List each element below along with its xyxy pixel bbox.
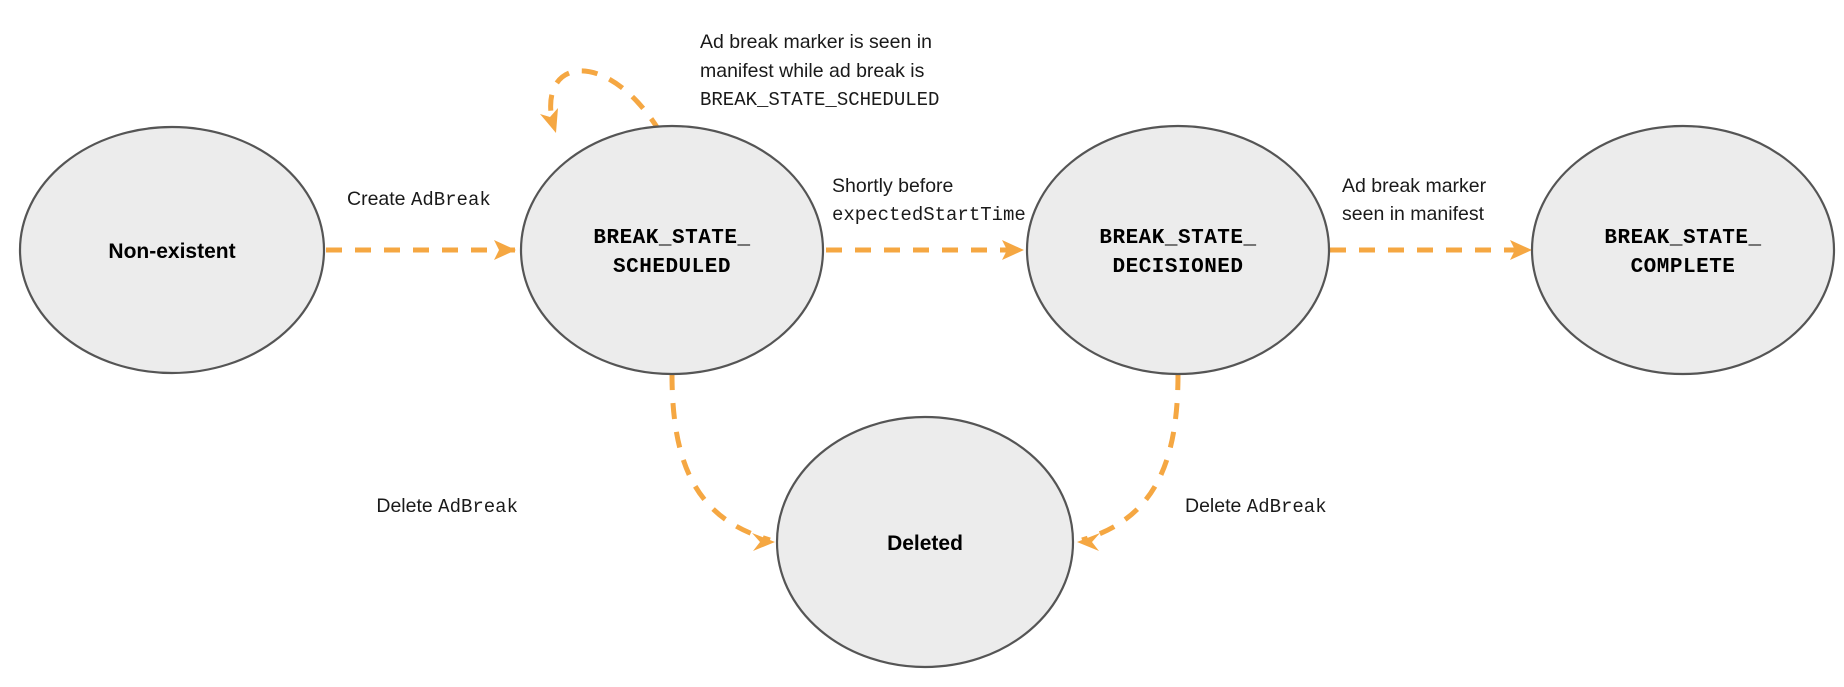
edge-self-loop-scheduled-arrowhead (540, 108, 558, 133)
node-break-state-decisioned-label-line1: BREAK_STATE_ (1099, 227, 1256, 250)
edge-decisioned-to-complete-arrowhead (1510, 240, 1532, 260)
edge-create-adbreak-arrowhead (494, 240, 516, 260)
edge-label-scheduled-to-deleted-part-0: Delete (376, 495, 438, 517)
edge-label-decisioned-to-complete: Ad break marker seen in manifest (1342, 175, 1487, 225)
node-break-state-complete-shape (1530, 124, 1836, 376)
node-break-state-decisioned-shape (1025, 124, 1331, 376)
node-break-state-scheduled-label-line1: BREAK_STATE_ (593, 227, 750, 250)
edge-decisioned-to-deleted (1077, 373, 1181, 551)
edge-label-decisioned-to-deleted-part-1: AdBreak (1247, 496, 1327, 518)
node-break-state-scheduled[interactable]: BREAK_STATE_ SCHEDULED (519, 124, 825, 376)
node-non-existent[interactable]: Non-existent (18, 125, 326, 375)
edge-label-self-loop-scheduled-line3: BREAK_STATE_SCHEDULED (700, 89, 939, 111)
edge-scheduled-to-deleted (669, 373, 775, 551)
edge-label-scheduled-to-deleted: Delete AdBreak (376, 495, 518, 518)
edge-decisioned-to-deleted-arrowhead (1077, 533, 1100, 551)
edge-scheduled-to-deleted-path (669, 373, 771, 543)
node-break-state-decisioned-label-line2: DECISIONED (1112, 256, 1243, 279)
edge-self-loop-scheduled-path (548, 68, 663, 134)
node-break-state-complete-label-line2: COMPLETE (1631, 256, 1736, 279)
node-non-existent-shape (18, 125, 326, 375)
edge-label-scheduled-to-decisioned: Shortly before expectedStartTime (832, 175, 1026, 226)
edge-decisioned-to-complete (1330, 240, 1532, 260)
edge-scheduled-to-decisioned (826, 240, 1024, 260)
edge-scheduled-to-decisioned-arrowhead (1002, 240, 1024, 260)
edge-label-create-adbreak-part-1: AdBreak (411, 189, 491, 211)
edge-label-decisioned-to-complete-line1: Ad break marker (1342, 175, 1487, 197)
node-break-state-complete[interactable]: BREAK_STATE_ COMPLETE (1530, 124, 1836, 376)
edge-label-decisioned-to-complete-line2: seen in manifest (1342, 203, 1485, 225)
edge-label-create-adbreak: Create AdBreak (347, 188, 491, 211)
node-break-state-complete-label-line1: BREAK_STATE_ (1604, 227, 1761, 250)
node-break-state-decisioned[interactable]: BREAK_STATE_ DECISIONED (1025, 124, 1331, 376)
edge-label-self-loop-scheduled: Ad break marker is seen in manifest whil… (700, 31, 939, 111)
edge-label-scheduled-to-decisioned-line1: Shortly before (832, 175, 953, 197)
edge-self-loop-scheduled (540, 68, 663, 134)
edge-label-self-loop-scheduled-line2: manifest while ad break is (700, 60, 925, 82)
edge-create-adbreak (326, 240, 516, 260)
edge-label-create-adbreak-part-0: Create (347, 188, 411, 210)
edge-decisioned-to-deleted-path (1081, 373, 1181, 543)
edge-label-decisioned-to-deleted: Delete AdBreak (1185, 495, 1327, 518)
edge-label-decisioned-to-deleted-part-0: Delete (1185, 495, 1247, 517)
edge-label-scheduled-to-deleted-part-1: AdBreak (438, 496, 518, 518)
edge-label-self-loop-scheduled-line1: Ad break marker is seen in (700, 31, 932, 53)
node-deleted-label: Deleted (887, 532, 963, 555)
node-break-state-scheduled-shape (519, 124, 825, 376)
node-non-existent-label: Non-existent (108, 240, 235, 263)
node-deleted[interactable]: Deleted (775, 415, 1075, 669)
node-deleted-shape (775, 415, 1075, 669)
node-break-state-scheduled-label-line2: SCHEDULED (613, 256, 731, 279)
edge-scheduled-to-deleted-arrowhead (752, 533, 775, 551)
edge-label-scheduled-to-decisioned-line2: expectedStartTime (832, 204, 1026, 226)
